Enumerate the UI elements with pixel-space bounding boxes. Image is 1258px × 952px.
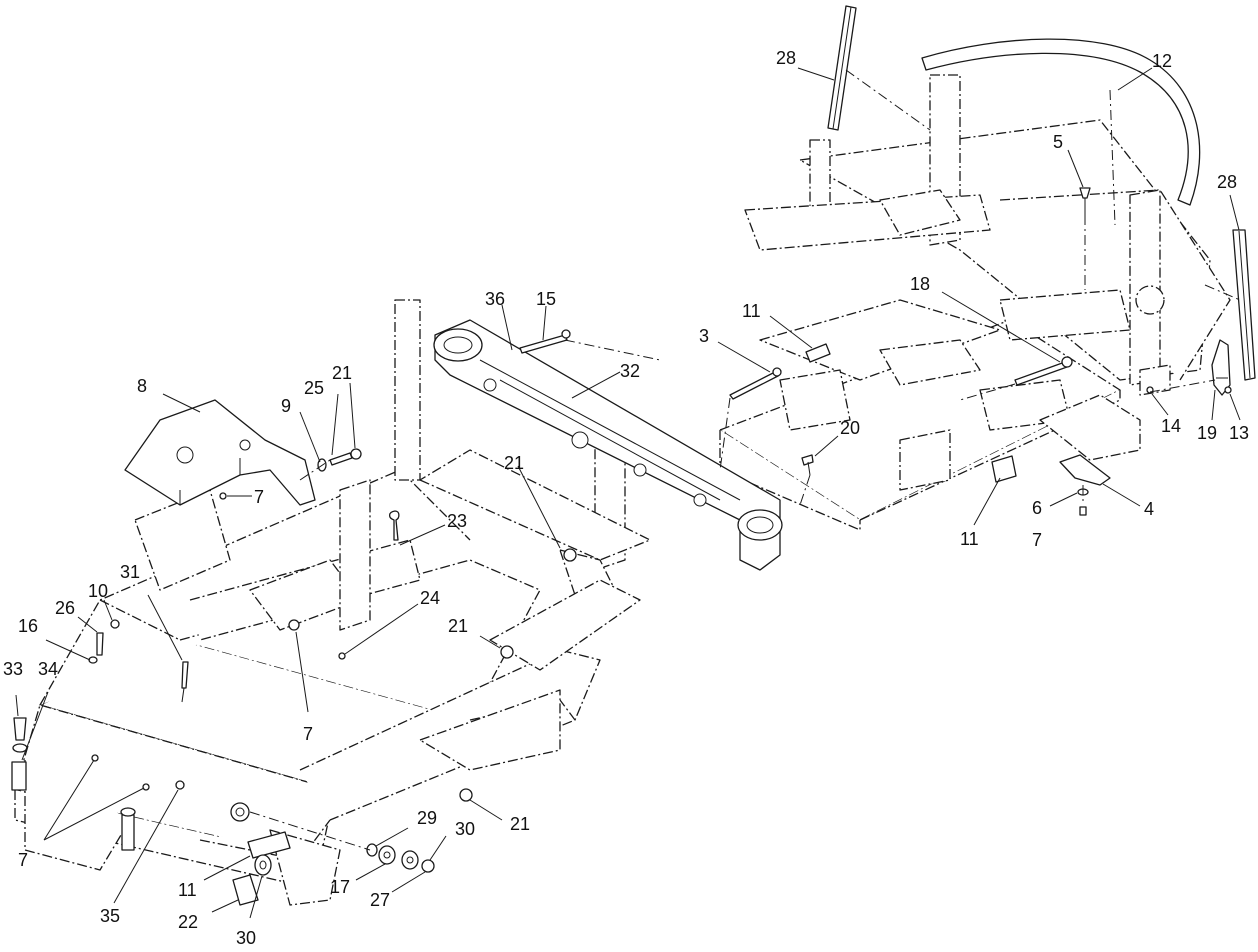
callout-30-bottom: 30 (236, 928, 256, 948)
callout-11-top: 11 (742, 301, 761, 321)
part-26-bolt (96, 632, 104, 656)
callout-36: 36 (485, 289, 505, 309)
part-12-hose (921, 38, 1201, 206)
part-25-bolt (329, 452, 353, 466)
part-3-bolt (729, 367, 782, 400)
part-34-spacer (11, 743, 28, 791)
part-5-pin (1079, 187, 1091, 215)
part-30-washer-bottom (254, 854, 272, 876)
leader-lines (15, 67, 1241, 919)
callout-24: 24 (420, 588, 440, 608)
callout-27: 27 (370, 890, 390, 910)
part-24-screw (338, 652, 346, 660)
callout-7-bracket: 7 (254, 487, 264, 507)
callout-30-right: 30 (455, 819, 475, 839)
callout-15: 15 (536, 289, 556, 309)
callout-11-bottom: 11 (178, 880, 197, 900)
part-21-nut-lower (500, 645, 514, 659)
callout-18: 18 (910, 274, 930, 294)
part-10-screw (110, 619, 120, 629)
part-30-washer-right (401, 850, 419, 870)
callout-16: 16 (18, 616, 38, 636)
part-7-screw-center (288, 619, 300, 631)
part-33-bolt (13, 717, 27, 741)
part-7-screw-left-a (91, 754, 99, 762)
callout-10: 10 (88, 581, 108, 601)
part-19-latch (1211, 339, 1231, 396)
callout-5: 5 (1053, 132, 1063, 152)
hub-bushing (230, 802, 250, 822)
part-18-bolt (1014, 356, 1073, 386)
part-21-nut-upper (350, 448, 362, 460)
callout-35: 35 (100, 906, 120, 926)
callout-21-lower: 21 (448, 616, 468, 636)
callout-34: 34 (38, 659, 58, 679)
callout-31: 31 (120, 562, 140, 582)
callout-9: 9 (281, 396, 291, 416)
callout-3: 3 (699, 326, 709, 346)
callout-21-upper: 21 (332, 363, 352, 383)
callout-22: 22 (178, 912, 198, 932)
part-29-bushing (366, 843, 378, 857)
part-22-block (232, 874, 259, 906)
part-16-washer (88, 656, 98, 664)
callout-21-bottom: 21 (510, 814, 530, 834)
part-11-decal-bottom (247, 831, 291, 859)
callout-labels: 28 12 5 28 36 15 11 18 3 32 8 25 21 9 20… (3, 48, 1249, 948)
part-21-nut-bottom (459, 788, 473, 802)
part-28-left-strip (827, 5, 857, 131)
part-11-decal-mid (991, 455, 1017, 483)
rear-post (120, 807, 136, 851)
callout-12: 12 (1152, 51, 1172, 71)
callout-19: 19 (1197, 423, 1217, 443)
part-21-nut-center (563, 548, 577, 562)
callout-20: 20 (840, 418, 860, 438)
part-35-clip (175, 780, 185, 790)
part-28-right-strip (1232, 229, 1256, 381)
main-frame (14, 74, 1231, 906)
part-15-bolt (519, 329, 571, 354)
callout-33: 33 (3, 659, 23, 679)
assembly-guides (249, 69, 1241, 851)
part-7-screw-bracket (219, 492, 227, 500)
callout-4: 4 (1144, 499, 1154, 519)
callout-28-left: 28 (776, 48, 796, 68)
callout-28-right: 28 (1217, 172, 1237, 192)
callout-11-mid: 11 (960, 529, 979, 549)
callout-7-right: 7 (1032, 530, 1042, 550)
callout-23: 23 (447, 511, 467, 531)
callout-29: 29 (417, 808, 437, 828)
part-23-pin (388, 510, 400, 541)
callout-13: 13 (1229, 423, 1249, 443)
callout-6: 6 (1032, 498, 1042, 518)
callout-25: 25 (304, 378, 324, 398)
part-17-washer (378, 845, 396, 865)
callout-14: 14 (1161, 416, 1181, 436)
callout-26: 26 (55, 598, 75, 618)
callout-32: 32 (620, 361, 640, 381)
part-4-plate (1059, 454, 1111, 486)
part-7-screw-left-b (142, 783, 150, 791)
callout-21-center: 21 (504, 453, 524, 473)
part-20-bolt (801, 454, 814, 476)
part-27-nut (421, 859, 435, 873)
callout-7-center: 7 (303, 724, 313, 744)
part-7-screw-right (1079, 506, 1087, 516)
part-8-bracket (124, 399, 316, 506)
part-13-screw (1224, 386, 1232, 394)
callout-8: 8 (137, 376, 147, 396)
part-11-decal-top (805, 343, 831, 363)
callout-17: 17 (330, 877, 350, 897)
part-31-pin (181, 661, 189, 703)
part-32-cross-beam (433, 319, 783, 571)
callout-7-left: 7 (18, 850, 28, 870)
